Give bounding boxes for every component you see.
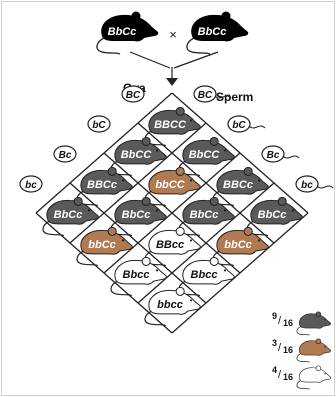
figure-border (1, 1, 335, 396)
